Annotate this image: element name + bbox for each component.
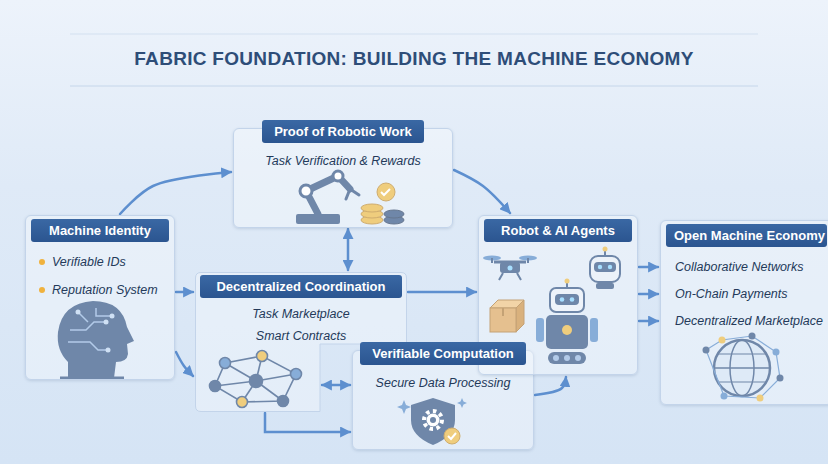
- box-text: Secure Data Processing: [376, 375, 511, 391]
- box-text: Smart Contracts: [256, 328, 346, 344]
- box-heading: Proof of Robotic Work: [262, 120, 424, 143]
- flow-arrow: [176, 291, 193, 294]
- diagram-title: FABRIC FOUNDATION: BUILDING THE MACHINE …: [0, 48, 828, 70]
- flow-arrow: [639, 320, 658, 323]
- box-text: On-Chain Payments: [675, 286, 788, 302]
- box-text: Task Verification & Rewards: [265, 153, 420, 169]
- box-text: Task Marketplace: [252, 306, 350, 322]
- box-text: Verifiable IDs: [52, 254, 126, 270]
- flow-arrow: [454, 170, 510, 213]
- flow-arrow: [176, 352, 193, 376]
- box-text: Decentralized Marketplace: [675, 313, 823, 329]
- process-box: Proof of Robotic WorkTask Verification &…: [233, 128, 453, 228]
- flow-arrow: [535, 377, 566, 395]
- icon-part: [70, 86, 758, 87]
- flow-arrow: [639, 293, 658, 296]
- box-text: Collaborative Networks: [675, 259, 804, 275]
- process-box: Open Machine EconomyCollaborative Networ…: [660, 220, 828, 405]
- flow-arrow: [408, 291, 476, 294]
- flow-arrow: [120, 172, 231, 214]
- box-heading: Verifiable Computation: [360, 342, 526, 365]
- box-heading: Decentralized Coordination: [200, 275, 402, 298]
- box-heading: Robot & AI Agents: [484, 219, 632, 242]
- box-heading: Machine Identity: [31, 219, 169, 242]
- flow-arrow: [322, 384, 350, 387]
- flow-arrow: [265, 413, 350, 432]
- box-heading: Open Machine Economy: [666, 224, 827, 247]
- flow-arrow: [639, 266, 658, 269]
- process-box: Machine IdentityVerifiable IDsReputation…: [25, 215, 175, 380]
- box-text: Reputation System: [52, 282, 158, 298]
- icon-part: [70, 34, 758, 35]
- flow-arrow: [347, 229, 350, 270]
